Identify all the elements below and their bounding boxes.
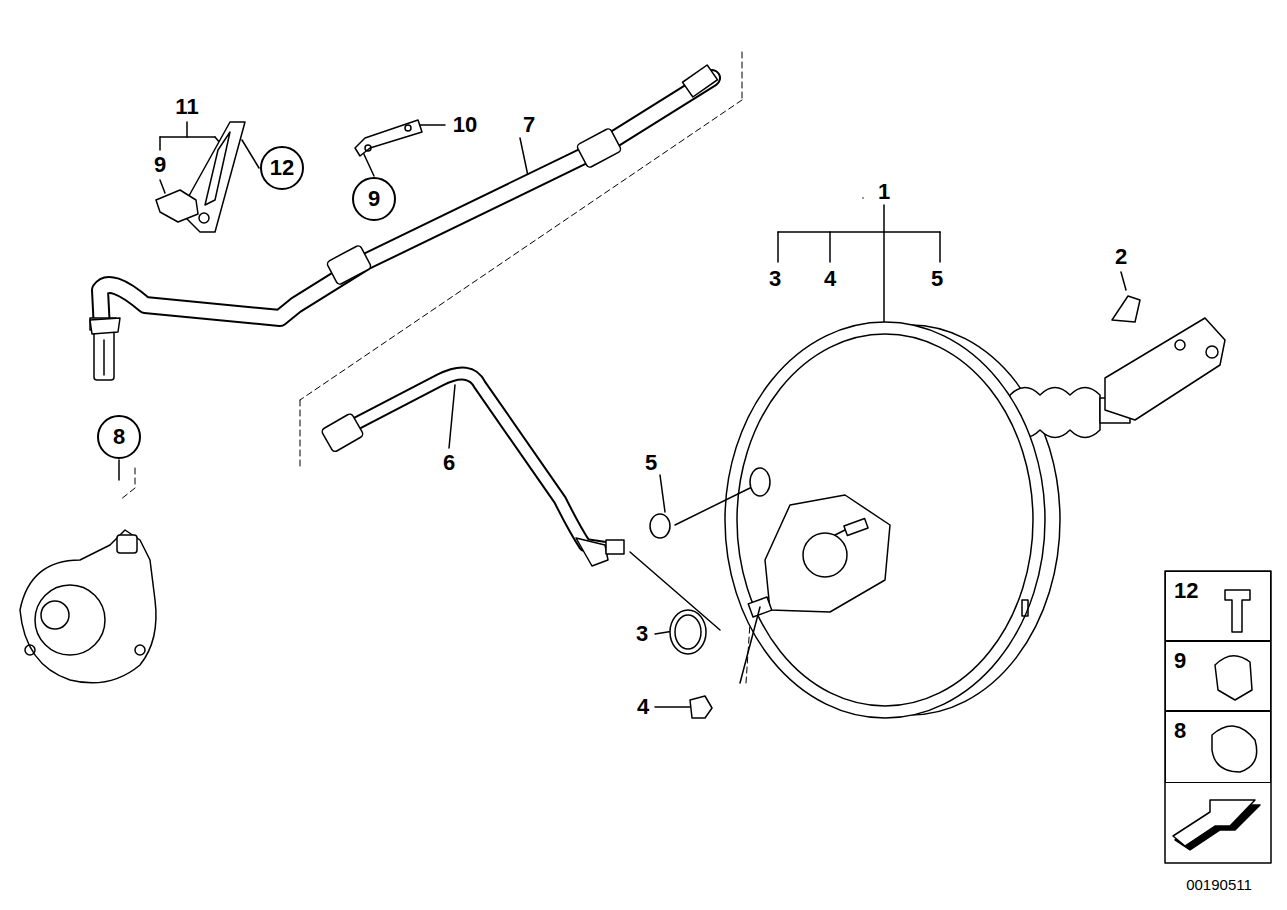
callout-number: 12: [1174, 580, 1198, 602]
callout-number: 8: [1174, 720, 1186, 742]
callout-number: 2: [1115, 246, 1127, 268]
callout-number: 4: [824, 268, 836, 290]
callout-number: 3: [636, 623, 648, 645]
callout-number: 11: [175, 96, 198, 118]
circled-callout: 8: [97, 415, 141, 459]
callout-number: 10: [453, 114, 477, 136]
legend-cell: 12: [1165, 571, 1271, 641]
diagram-number: 00190511: [1186, 877, 1252, 892]
callout-number: 7: [523, 114, 535, 136]
callout-number: 3: [769, 268, 781, 290]
circled-callout: 12: [260, 146, 304, 190]
legend-cell: 9: [1165, 641, 1271, 711]
callout-number: 9: [368, 188, 380, 210]
callout-number: 6: [443, 452, 455, 474]
callout-number: 1: [878, 181, 890, 203]
callout-number: 9: [154, 154, 166, 176]
callout-number: 12: [270, 157, 294, 179]
callout-number: 4: [637, 696, 649, 718]
legend-cell: 8: [1165, 711, 1271, 783]
callout-number: 5: [931, 268, 943, 290]
circled-callout: 9: [352, 177, 396, 221]
callout-number: 8: [113, 426, 125, 448]
callout-number: 5: [645, 452, 657, 474]
callout-number: 9: [1174, 650, 1186, 672]
